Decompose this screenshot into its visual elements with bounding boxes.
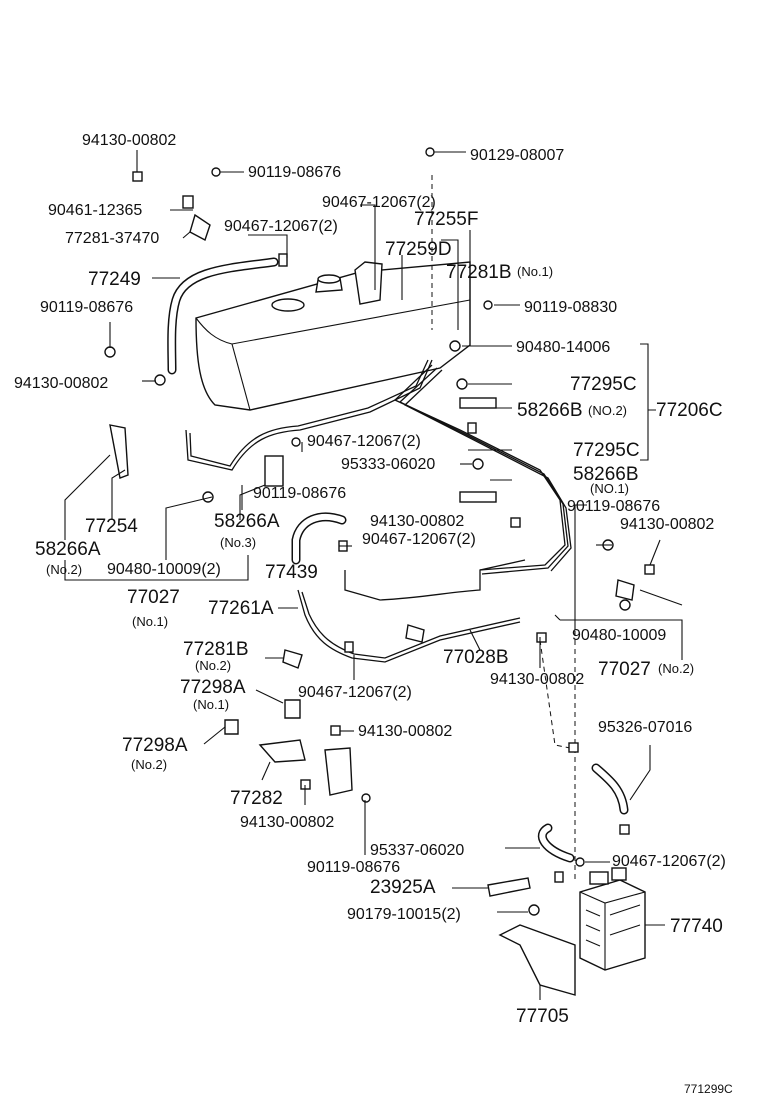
label-l27: 90119-08676	[567, 498, 660, 515]
label-l34: (No.2)	[46, 562, 82, 577]
clip-77027-no2	[615, 579, 635, 601]
label-l33: 58266A	[35, 539, 101, 560]
label-l23: 95333-06020	[341, 456, 435, 473]
label-l36: 90480-10009(2)	[107, 561, 221, 578]
tube-77028b	[344, 559, 526, 601]
label-l8: 77255F	[414, 209, 478, 230]
label-l63: 77705	[516, 1006, 569, 1027]
part-labels: 94130-00802 90119-08676 90129-08007 9046…	[14, 132, 733, 1096]
bracket-23925a	[487, 877, 531, 897]
clip-58266b-no2	[459, 397, 497, 409]
clip-77027-no2-b	[405, 624, 425, 643]
label-l12: 77249	[88, 269, 141, 290]
label-l26: 90119-08676	[253, 485, 346, 502]
label-l35: (No.3)	[220, 535, 256, 550]
clip-77281b-no2	[282, 649, 303, 669]
label-l32: 90467-12067(2)	[362, 531, 476, 548]
label-l42: 77281B	[183, 639, 249, 660]
label-l2: 90119-08676	[248, 164, 341, 181]
label-l13: 90119-08676	[40, 299, 133, 316]
label-l5: 90467-12067(2)	[322, 194, 436, 211]
label-l6: 77281-37470	[65, 230, 159, 247]
label-l11: (No.1)	[517, 264, 553, 279]
label-l21: 90467-12067(2)	[307, 433, 421, 450]
label-l44: 77028B	[443, 647, 509, 668]
label-l61: 90179-10015(2)	[347, 906, 461, 923]
label-l15: 90480-14006	[516, 339, 610, 356]
label-l62: 77740	[670, 916, 723, 937]
label-l48: 77298A	[180, 677, 246, 698]
label-l49: (No.1)	[193, 697, 229, 712]
hose-95326	[591, 763, 629, 815]
label-l30: 58266A	[214, 511, 280, 532]
label-l4: 90461-12365	[48, 202, 142, 219]
label-l58: 90467-12067(2)	[612, 853, 726, 870]
label-l19: (NO.2)	[588, 403, 627, 418]
breather-tube	[185, 359, 433, 471]
fasteners	[104, 147, 655, 916]
label-l43: (No.2)	[195, 658, 231, 673]
leader-lines	[64, 150, 683, 1000]
tube-77261a	[297, 589, 521, 663]
label-l51: 94130-00802	[358, 723, 452, 740]
label-l3: 90129-08007	[470, 147, 564, 164]
clip-58266a-no3	[264, 455, 284, 487]
label-l41: 90480-10009	[572, 627, 666, 644]
filler-hose	[167, 257, 279, 375]
hose-77439	[291, 512, 347, 565]
label-l40: 77261A	[208, 598, 274, 619]
clip-58266a-no2	[109, 424, 129, 479]
label-l45: 94130-00802	[490, 671, 584, 688]
label-l20: 77206C	[656, 400, 723, 421]
charcoal-canister	[579, 867, 646, 971]
label-l31: 94130-00802	[370, 513, 464, 530]
label-l24: 58266B	[573, 464, 639, 485]
label-l1: 94130-00802	[82, 132, 176, 149]
label-l25: (NO.1)	[590, 481, 629, 496]
bracket-77282-b	[324, 747, 353, 796]
label-l59: 90119-08676	[307, 859, 400, 876]
valve-77298a-no1	[284, 699, 301, 719]
label-l16: 94130-00802	[14, 375, 108, 392]
label-l17: 77295C	[570, 374, 637, 395]
label-l9: 77259D	[385, 239, 452, 260]
tube-77261a-inner	[301, 591, 521, 659]
label-l52: 95326-07016	[598, 719, 692, 736]
label-l29: 77254	[85, 516, 138, 537]
label-l38: 77027	[127, 587, 180, 608]
label-l10: 77281B	[446, 262, 512, 283]
label-l60: 23925A	[370, 877, 436, 898]
clip-58266b-no1	[459, 491, 497, 503]
label-l37: 77439	[265, 562, 318, 583]
label-l54: (No.2)	[131, 757, 167, 772]
label-l53: 77298A	[122, 735, 188, 756]
main-fuel-tubes	[393, 364, 572, 575]
label-l56: 94130-00802	[240, 814, 334, 831]
label-l55: 77282	[230, 788, 283, 809]
label-l22: 77295C	[573, 440, 640, 461]
bracket-77282	[258, 739, 306, 763]
label-l14: 90119-08830	[524, 299, 617, 316]
label-l7: 90467-12067(2)	[224, 218, 338, 235]
label-l50: 90467-12067(2)	[298, 684, 412, 701]
hose-95337	[537, 823, 575, 863]
label-l18: 58266B	[517, 400, 583, 421]
breather-tube-inner	[189, 359, 429, 467]
label-l39: (No.1)	[132, 614, 168, 629]
canister-bracket	[498, 924, 576, 996]
lower-dashed	[539, 639, 571, 749]
diagram-code: 771299C	[684, 1082, 733, 1096]
valve-77298a-no2	[224, 719, 239, 735]
label-l28: 94130-00802	[620, 516, 714, 533]
fuel-tank	[195, 261, 471, 411]
label-l47: (No.2)	[658, 661, 694, 676]
label-l46: 77027	[598, 659, 651, 680]
clip-77281-37470	[189, 213, 211, 242]
label-l57: 95337-06020	[370, 842, 464, 859]
